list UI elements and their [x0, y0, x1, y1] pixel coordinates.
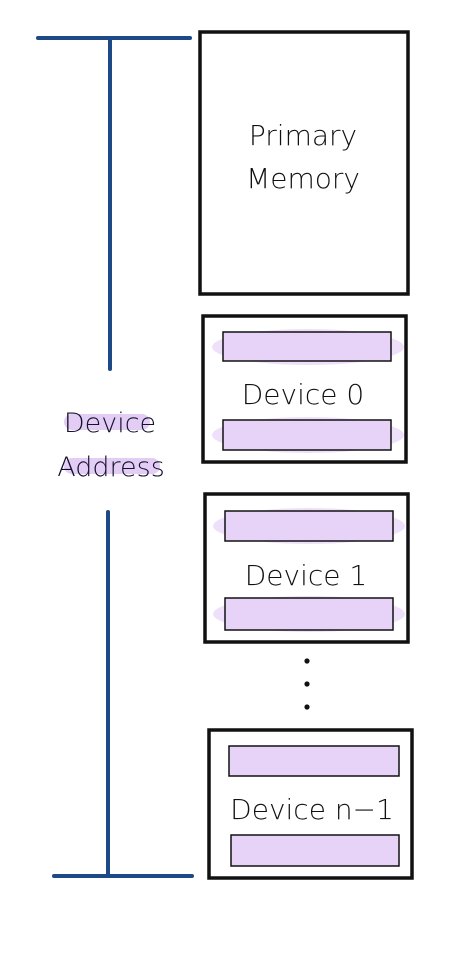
primary-memory-block: Primary Memory: [198, 30, 410, 296]
register-bottom: [230, 834, 400, 867]
axis-label-highlight-1: [64, 414, 150, 430]
axis-label-line-1: Device: [64, 408, 156, 439]
ellipsis: [304, 658, 310, 710]
device-block-1: Device 1: [203, 492, 410, 644]
axis-label-highlight-2: [64, 458, 160, 474]
ellipsis-dot: [304, 681, 310, 687]
register-top: [222, 331, 392, 362]
register-bottom: [222, 419, 392, 451]
primary-memory-label-line-2: Memory: [246, 162, 360, 195]
primary-memory-label-line-1: Primary: [249, 119, 357, 152]
device-label: Device 1: [245, 559, 367, 592]
device-block-n-1: Device n−1: [207, 728, 414, 880]
device-block-0: Device 0: [201, 314, 408, 464]
primary-memory-box: [198, 30, 410, 296]
register-top: [228, 745, 400, 777]
address-axis: Device Address: [36, 36, 194, 878]
register-top: [224, 510, 394, 542]
axis-label: Device Address: [57, 408, 165, 483]
ellipsis-dot: [304, 658, 310, 664]
device-label: Device 0: [242, 378, 364, 411]
device-label: Device n−1: [230, 793, 394, 826]
axis-label-line-2: Address: [57, 452, 165, 483]
register-bottom: [224, 597, 394, 631]
ellipsis-dot: [304, 704, 310, 710]
